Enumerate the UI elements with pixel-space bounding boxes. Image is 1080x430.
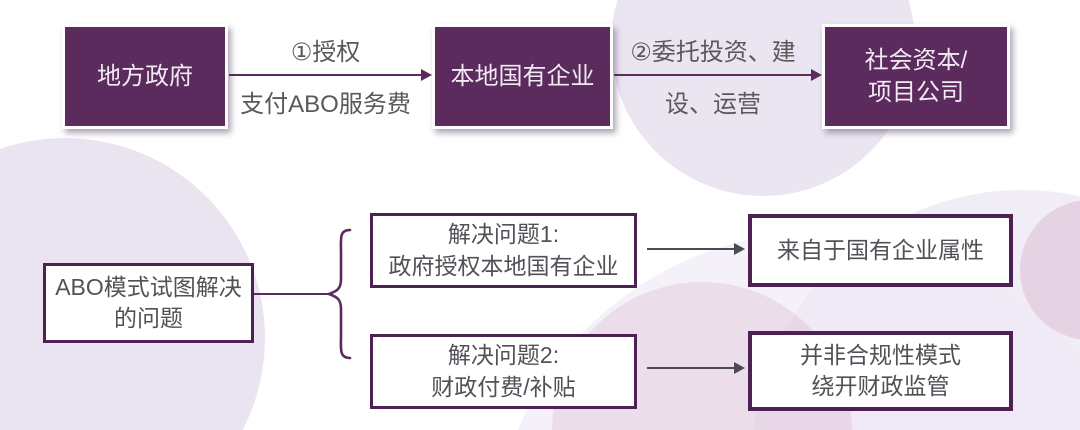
edge1-label-top: ①授权 [290, 39, 361, 66]
source-line1: ABO模式试图解决 [55, 273, 242, 300]
source-line2: 的问题 [114, 305, 183, 331]
problem1-box: 解决问题1: 政府授权本地国有企业 [370, 213, 637, 288]
arrow-authorize [229, 69, 432, 81]
arrow-problem2 [647, 362, 745, 374]
edge2-label-top: ②委托投资、建 [630, 39, 796, 66]
node-label: 地方政府 [97, 62, 193, 90]
problem1-text: 政府授权本地国有企业 [388, 252, 619, 279]
answer2-line1: 并非合规性模式 [800, 341, 961, 368]
node-social-capital: 社会资本/ 项目公司 [822, 24, 1010, 129]
problem2-title: 解决问题2: [447, 342, 560, 369]
problem2-box: 解决问题2: 财政付费/补贴 [370, 334, 637, 409]
problem1-title: 解决问题1: [447, 221, 560, 248]
node-label-line2: 项目公司 [868, 78, 964, 106]
arrowhead-icon [734, 243, 745, 255]
source-box-abo-problems: ABO模式试图解决 的问题 [43, 263, 254, 343]
problem2-text: 财政付费/补贴 [431, 373, 576, 400]
arrow-entrust [614, 69, 822, 81]
answer2-line2: 绕开财政监管 [811, 373, 950, 399]
brace-connector-line [254, 293, 330, 295]
arrowhead-icon [421, 69, 432, 81]
edge2-label-bottom: 设、运营 [665, 91, 761, 118]
answer2-box: 并非合规性模式 绕开财政监管 [748, 331, 1013, 411]
answer1-box: 来自于国有企业属性 [748, 214, 1013, 287]
arrow-problem1 [647, 243, 745, 255]
arrowhead-icon [734, 362, 745, 374]
node-label-line1: 社会资本/ [864, 47, 968, 75]
answer1-line1: 来自于国有企业属性 [777, 236, 984, 263]
node-local-government: 地方政府 [62, 24, 228, 129]
node-label: 本地国有企业 [450, 62, 595, 90]
arrowhead-icon [811, 69, 822, 81]
curly-brace-icon [325, 228, 352, 360]
edge1-label-bottom: 支付ABO服务费 [240, 91, 411, 118]
node-local-soe: 本地国有企业 [432, 24, 613, 129]
